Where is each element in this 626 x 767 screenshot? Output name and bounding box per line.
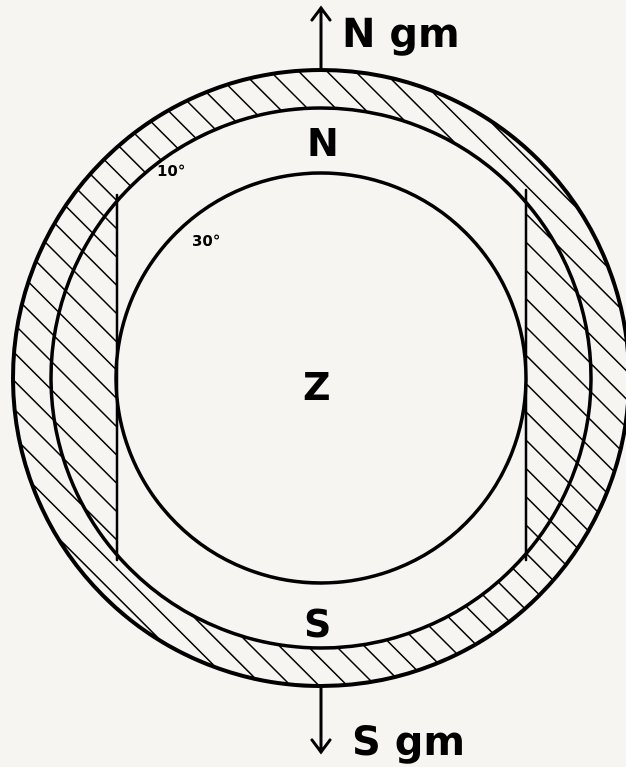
ring-30-label: 30° [192,232,220,250]
zenith-label: Z [303,365,331,409]
north-label: N [307,121,339,165]
north-geomagnetic-label: N gm [342,11,460,57]
south-label: S [304,602,331,646]
north-arrow [312,8,330,68]
south-geomagnetic-label: S gm [352,719,465,765]
ring-10-label: 10° [157,162,185,180]
south-arrow [312,688,330,752]
